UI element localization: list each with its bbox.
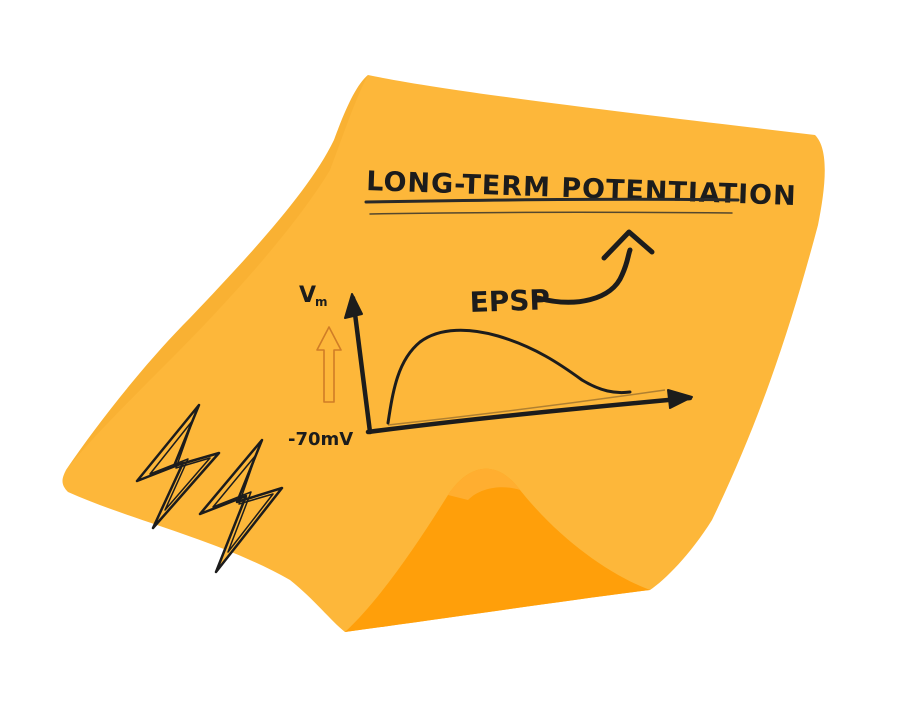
- y-axis-label: V m: [299, 283, 328, 309]
- title-underline: [364, 197, 740, 204]
- lightning-bolt-icon: [198, 438, 284, 574]
- x-axis-arrowhead: [667, 389, 693, 409]
- x-axis: [365, 395, 693, 435]
- curved-arrow-icon: [535, 247, 633, 305]
- up-arrow-icon: [316, 326, 342, 403]
- baseline-line: [387, 389, 666, 426]
- y-axis: [350, 295, 373, 435]
- paper-shading: [66, 75, 368, 470]
- y-axis-label-main: V: [299, 283, 316, 308]
- lightning-bolt-icon: [135, 403, 221, 530]
- lightning-bolt-inner: [149, 419, 211, 511]
- epsp-label: EPSP: [469, 283, 550, 319]
- sticky-note-paper: [62, 75, 825, 632]
- folded-corner: [345, 468, 650, 632]
- title-underline-second: [369, 211, 733, 215]
- baseline-value-label: -70mV: [288, 429, 353, 450]
- lightning-bolt-inner: [212, 454, 274, 553]
- y-axis-arrowhead: [344, 293, 363, 319]
- y-axis-label-subscript: m: [315, 295, 328, 309]
- curved-arrow-head: [601, 229, 655, 261]
- folded-corner-highlight: [448, 468, 520, 500]
- epsp-curve: [386, 328, 632, 425]
